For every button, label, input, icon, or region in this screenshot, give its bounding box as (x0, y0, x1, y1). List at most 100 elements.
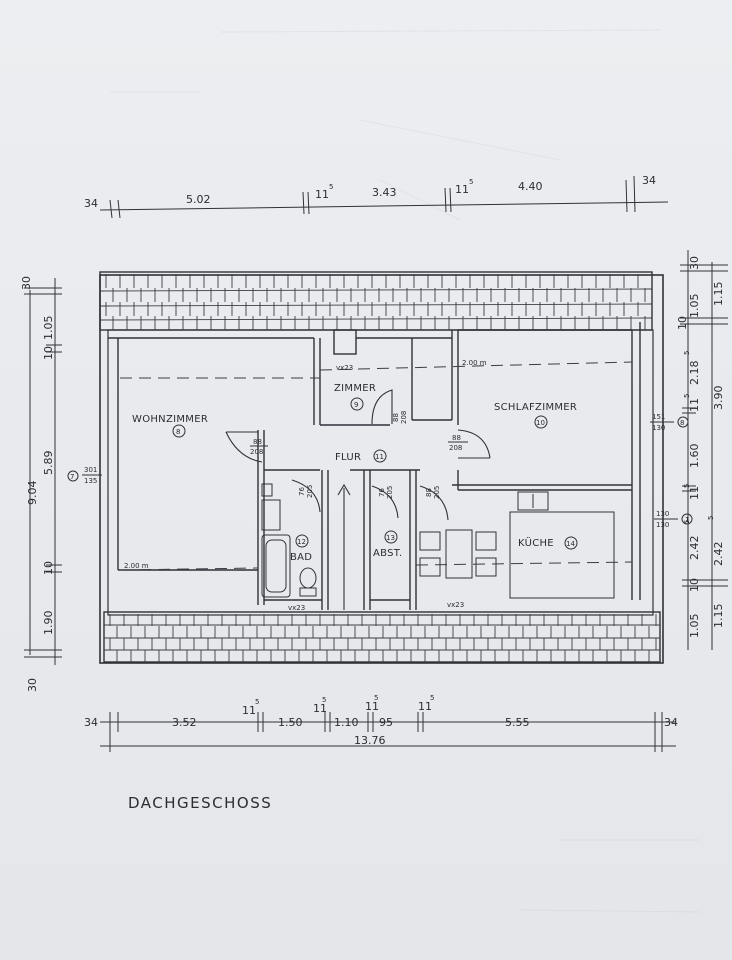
room-number-wohnzimmer: 8 (176, 428, 180, 436)
room-number-circle-9 (350, 397, 364, 411)
dim-bottom-3: 11 (242, 704, 256, 717)
dim-top-9: 34 (642, 174, 656, 187)
door-label-3-bottom: 208 (449, 444, 462, 452)
height-notes: 2.00 m 2.00 m vx23 vx23 vx23 (124, 359, 487, 612)
dim-bottom-15: 34 (664, 716, 678, 729)
dim-right-outer-3: 2.42 (712, 542, 725, 567)
room-label-kueche: KÜCHE (518, 536, 554, 549)
dim-top-1: 34 (84, 197, 98, 210)
dim-bottom-1: 34 (84, 716, 98, 729)
dim-right-outer-1: 1.15 (712, 282, 725, 307)
dim-top-4: 5 (329, 183, 333, 191)
dim-top-5: 3.43 (372, 186, 397, 199)
dim-bottom-12: 11 (418, 700, 432, 713)
dim-bottom-11: 95 (379, 716, 393, 729)
dim-right-outer-4: 5 (707, 516, 715, 520)
dim-right-7: 5 (683, 394, 691, 398)
window-marker-7-top: 301 (84, 466, 97, 474)
room-label-zimmer: ZIMMER (334, 383, 376, 394)
dim-left-6: 1.90 (42, 611, 55, 636)
dim-left-2: 1.05 (42, 316, 55, 341)
bleed-through (110, 29, 701, 913)
window-marker-8-number: 8 (680, 419, 684, 427)
door-label-1-top: 88 (253, 438, 262, 446)
dim-right-3: 10 (676, 316, 689, 330)
window-marker-8-top: 151 (652, 413, 665, 421)
stair-arrow (337, 483, 351, 610)
interior-walls (108, 322, 641, 610)
dimension-bottom: 34 3.52 11 5 1.50 11 5 1.10 11 5 95 11 5… (84, 694, 678, 752)
room-number-circle-10 (534, 415, 548, 429)
dim-bottom-5: 1.50 (278, 716, 303, 729)
door-label-3-top: 88 (452, 434, 461, 442)
door-label-2-top: 88 (392, 413, 400, 422)
room-label-flur: FLUR (335, 452, 361, 463)
dim-top-8: 4.40 (518, 180, 543, 193)
room-label-abst: ABST. (373, 548, 402, 559)
height-note-bad: vx23 (288, 604, 305, 612)
dim-left-7: 30 (26, 678, 39, 692)
dim-right-11: 2.42 (688, 536, 701, 561)
dim-right-6: 11 (688, 398, 701, 412)
room-label-bad: BAD (290, 552, 312, 563)
room-number-circle-11 (373, 449, 387, 463)
roof-tiles-bottom (103, 611, 661, 663)
dim-right-outer-2: 3.90 (712, 386, 725, 411)
room-number-schlafzimmer: 10 (536, 419, 545, 427)
dim-top-2: 5.02 (186, 193, 211, 206)
dim-bottom-9: 11 (365, 700, 379, 713)
roof-tiles-top (99, 271, 653, 331)
height-note-zimmer: vx23 (336, 364, 353, 372)
room-number-zimmer: 9 (354, 401, 358, 409)
room-number-flur: 11 (375, 453, 384, 461)
bathroom-fixtures (261, 483, 317, 598)
dim-bottom-14: 5.55 (505, 716, 530, 729)
door-label-2-bottom: 208 (400, 411, 408, 424)
dimension-left: 9.04 30 1.05 10 5.89 10 1.90 30 (20, 276, 62, 692)
room-label-schlafzimmer: SCHLAFZIMMER (494, 402, 577, 413)
door-label-4-top: 76 (298, 487, 306, 496)
door-label-6-top: 88 (425, 488, 433, 497)
window-marker-7-number: 7 (70, 473, 74, 481)
slope-lines (119, 361, 633, 571)
room-label-wohnzimmer: WOHNZIMMER (132, 414, 208, 425)
window-marker-1-number: 1 (685, 516, 689, 524)
window-marker-1-bottom: 130 (656, 521, 669, 529)
window-marker-8-bottom: 130 (652, 424, 665, 432)
dim-right-14: 1.05 (688, 614, 701, 639)
dim-right-2: 1.05 (688, 294, 701, 319)
window-markers: 7 301 135 8 151 130 1 130 130 (67, 413, 693, 529)
dim-right-4: 2.18 (688, 361, 701, 386)
dim-left-1: 30 (20, 276, 33, 290)
dim-right-12: 5 (683, 520, 691, 524)
height-note-wohnzimmer: 2.00 m (124, 562, 149, 570)
room-number-circle-13 (384, 530, 398, 544)
dim-right-13: 10 (688, 578, 701, 592)
plan-title: DACHGESCHOSS (128, 794, 272, 812)
door-label-4-bottom: 205 (306, 485, 314, 498)
dim-bottom-total: 13.76 (354, 734, 386, 747)
dim-right-10: 5 (683, 484, 691, 488)
room-number-circle-8 (172, 424, 186, 438)
dim-bottom-2: 3.52 (172, 716, 197, 729)
dim-top-3: 11 (315, 188, 329, 201)
room-number-circle-14 (564, 536, 578, 550)
dim-left-5: 10 (42, 561, 55, 575)
room-number-abst: 13 (386, 534, 395, 542)
dim-left-outer: 9.04 (26, 481, 39, 506)
height-note-schlafzimmer: 2.00 m (462, 359, 487, 367)
door-label-6-bottom: 205 (433, 486, 441, 499)
dimension-top: 34 5.02 11 5 3.43 11 5 4.40 34 (84, 174, 669, 219)
dim-right-9: 11 (688, 486, 701, 500)
dim-bottom-10: 5 (374, 694, 378, 702)
doors (225, 389, 491, 521)
dim-top-6: 11 (455, 183, 469, 196)
window-marker-7-bottom: 135 (84, 477, 97, 485)
dim-bottom-13: 5 (430, 694, 434, 702)
building-outline (99, 274, 664, 664)
door-label-5-bottom: 205 (386, 486, 394, 499)
door-label-5-top: 76 (378, 488, 386, 497)
room-number-circle-12 (295, 534, 309, 548)
